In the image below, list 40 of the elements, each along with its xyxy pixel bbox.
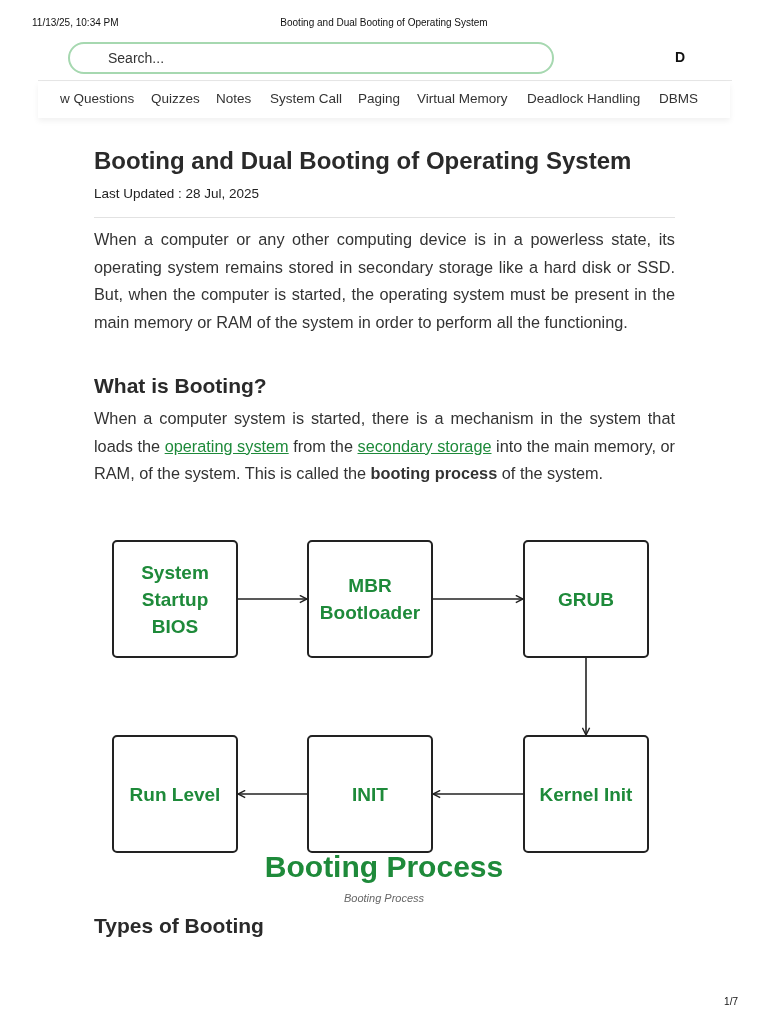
- box-label: MBR Bootloader: [318, 574, 422, 625]
- box-label: Kernel Init: [539, 782, 633, 807]
- process-box: [112, 540, 238, 658]
- process-box: [523, 735, 649, 853]
- arrow: [432, 594, 524, 604]
- article-heading: Booting and Dual Booting of Operating System: [94, 147, 632, 175]
- nav-link: Deadlock Handling: [527, 91, 641, 107]
- nav-link: Virtual Memory: [417, 91, 508, 107]
- page-number: 1/7: [723, 996, 738, 1007]
- box-label: GRUB: [558, 587, 614, 612]
- user-initial: D: [673, 48, 687, 66]
- arrow: [237, 789, 308, 799]
- paragraph: When a computer system is started, there is a mechanism in the system that loads the operating system from the secondary storage into the main memory, or RAM, of the system. This is called the booting process of the system.: [94, 408, 675, 484]
- paragraph: When a computer or any other computing device is in a powerless state, its operating system remains stored in secondary storage like a hard disk or SSD. But, when the computer is started, the operating system must be present in the main memory or RAM of the system in order to perform all the functioning.: [94, 229, 675, 333]
- process-box: [112, 735, 238, 853]
- section-heading: Types of Booting: [94, 914, 264, 938]
- link: operating system: [164, 436, 289, 455]
- search-field: Search...: [68, 42, 554, 74]
- section-heading: What is Booting?: [94, 374, 267, 398]
- arrow: [581, 657, 591, 736]
- diagram-title: Booting Process: [263, 850, 505, 884]
- process-box: [307, 735, 433, 853]
- arrow: [432, 789, 524, 799]
- nav-link: System Call: [270, 91, 342, 107]
- nav-link: Paging: [358, 91, 401, 107]
- process-box: [307, 540, 433, 658]
- arrow: [237, 594, 308, 604]
- page-title: Booting and Dual Booting of Operating System: [279, 17, 489, 28]
- link: secondary storage: [357, 436, 492, 455]
- print-date: 11/13/25, 10:34 PM: [32, 17, 119, 28]
- figure-caption: Booting Process: [342, 892, 426, 904]
- nav-link: Notes: [216, 91, 252, 107]
- nav-link: Quizzes: [151, 91, 200, 107]
- nav-link: w Questions: [60, 91, 135, 107]
- process-box: [523, 540, 649, 658]
- updated-date: Last Updated : 28 Jul, 2025: [94, 186, 260, 201]
- box-label: INIT: [352, 782, 388, 807]
- box-label: System Startup BIOS: [140, 560, 210, 639]
- box-label: Run Level: [129, 782, 221, 807]
- nav-link: DBMS: [659, 91, 698, 107]
